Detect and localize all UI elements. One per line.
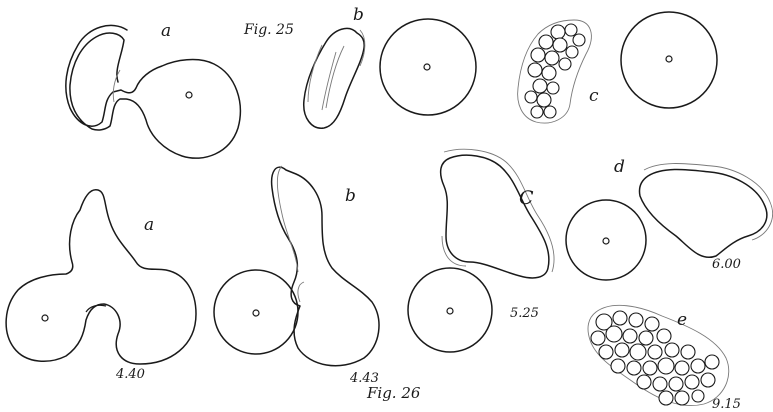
fig25c-round-cell — [621, 12, 717, 108]
fig26d-membrane — [644, 164, 773, 241]
fig25b-nucleus — [424, 64, 430, 70]
fig26-panel-e — [588, 305, 729, 405]
fig25b-membrane — [308, 30, 365, 102]
fig26-time-d: 6.00 — [712, 257, 741, 272]
fig26c-membrane — [442, 149, 554, 272]
fig25-label-b: b — [353, 5, 364, 25]
fig26-time-a: 4.40 — [115, 367, 145, 382]
fig26b-outline — [272, 167, 379, 366]
fig25-panel-b — [304, 19, 476, 128]
fig25b-body-outline — [304, 28, 364, 128]
fig26-label-d: d — [614, 157, 625, 177]
fig26-label-b: b — [345, 186, 356, 206]
fig25a-amoeba-outline — [66, 25, 240, 158]
fig25-title: Fig. 25 — [243, 22, 294, 38]
fig26-time-c: 5.25 — [510, 306, 539, 321]
fig25-panel-c — [518, 12, 717, 123]
fig26d-round-cell — [566, 200, 646, 280]
fig26c-outline — [441, 155, 549, 278]
fig25a-nucleus — [186, 92, 192, 98]
fig26-label-a: a — [144, 215, 154, 235]
fig25c-nucleus — [666, 56, 672, 62]
fig26d-nucleus — [603, 238, 609, 244]
fig26c-nucleus — [447, 308, 453, 314]
fig25b-inner-marks — [322, 46, 344, 110]
fig26-panel-c — [408, 149, 554, 352]
fig26b-nucleus — [253, 310, 259, 316]
fig26d-outline — [639, 170, 766, 258]
fig26e-granules — [591, 311, 719, 405]
fig26-panel-d — [566, 164, 773, 281]
fig26-time-e: 9.15 — [712, 397, 741, 412]
fig26-panel-a — [6, 190, 196, 364]
fig26-label-c: C — [519, 187, 534, 209]
fig25-panel-a — [66, 25, 240, 158]
fig26-title: Fig. 26 — [366, 384, 421, 402]
fig25b-round-cell — [380, 19, 476, 115]
fig26-label-e: e — [677, 310, 687, 330]
fig25-label-c: c — [589, 86, 599, 106]
fig26c-round-cell — [408, 268, 492, 352]
fig26b-round-cell — [214, 270, 298, 354]
fig26a-nucleus — [42, 315, 48, 321]
fig25c-granules — [525, 24, 585, 118]
fig26b-membrane — [277, 166, 304, 302]
fig25-label-a: a — [161, 21, 171, 41]
fig26a-outline — [6, 190, 196, 364]
